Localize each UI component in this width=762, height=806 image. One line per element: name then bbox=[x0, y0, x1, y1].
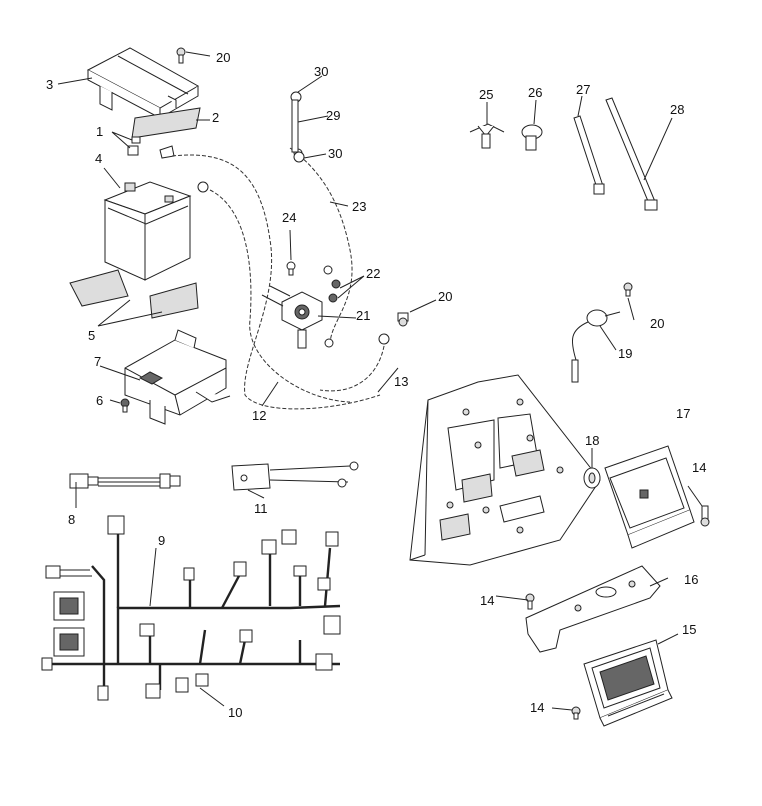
battery bbox=[103, 181, 192, 281]
callout-7: 7 bbox=[94, 354, 101, 369]
callout-9: 9 bbox=[158, 533, 165, 548]
ground-cable-11 bbox=[231, 461, 359, 491]
callout-18: 18 bbox=[585, 433, 599, 448]
callout-25: 25 bbox=[479, 87, 493, 102]
cable-12 bbox=[171, 154, 381, 410]
callout-28: 28 bbox=[670, 102, 684, 117]
callout-20-mid: 20 bbox=[438, 289, 452, 304]
push-clip-26 bbox=[521, 124, 543, 151]
callout-15: 15 bbox=[682, 622, 696, 637]
callout-10: 10 bbox=[228, 705, 242, 720]
bracket-16 bbox=[525, 565, 661, 653]
battery-bracket bbox=[124, 329, 231, 425]
callout-labels: 1 2 3 4 5 6 7 8 9 10 11 12 13 14 14 14 1… bbox=[46, 50, 706, 720]
battery-pad-2 bbox=[131, 107, 201, 139]
sensor-19 bbox=[571, 309, 621, 383]
callout-21: 21 bbox=[356, 308, 370, 323]
callout-2: 2 bbox=[212, 110, 219, 125]
bolt-14-bottom bbox=[571, 706, 581, 720]
callout-3: 3 bbox=[46, 77, 53, 92]
rod-28 bbox=[605, 97, 658, 211]
callout-24: 24 bbox=[282, 210, 296, 225]
callout-20-right: 20 bbox=[650, 316, 664, 331]
solenoid bbox=[261, 285, 323, 349]
callout-19: 19 bbox=[618, 346, 632, 361]
module-17 bbox=[604, 445, 695, 549]
battery-pad-5a bbox=[69, 269, 129, 307]
bolt-24 bbox=[286, 261, 296, 276]
callout-30-top: 30 bbox=[314, 64, 328, 79]
callout-17: 17 bbox=[676, 406, 690, 421]
bolt-14-right bbox=[700, 505, 710, 527]
push-clip-25 bbox=[469, 123, 505, 149]
callout-26: 26 bbox=[528, 85, 542, 100]
battery-cover bbox=[86, 47, 200, 119]
bolt-14-mid bbox=[525, 593, 535, 610]
cable-13 bbox=[209, 189, 351, 403]
callout-6: 6 bbox=[96, 393, 103, 408]
harness-8 bbox=[69, 473, 181, 489]
nuts-22 bbox=[328, 279, 341, 303]
battery-pad-5b bbox=[149, 282, 199, 319]
callout-22: 22 bbox=[366, 266, 380, 281]
ground-strap bbox=[290, 91, 305, 163]
callout-23: 23 bbox=[352, 199, 366, 214]
callout-8: 8 bbox=[68, 512, 75, 527]
callout-30-bottom: 30 bbox=[328, 146, 342, 161]
callout-11: 11 bbox=[254, 501, 268, 516]
bolt-6 bbox=[120, 398, 130, 413]
callout-13: 13 bbox=[394, 374, 408, 389]
callout-5: 5 bbox=[88, 328, 95, 343]
bolt-20-right bbox=[623, 282, 633, 297]
terminal-bolts-1 bbox=[127, 136, 175, 159]
ecu-15 bbox=[583, 639, 673, 727]
callout-1: 1 bbox=[96, 124, 103, 139]
callout-27: 27 bbox=[576, 82, 590, 97]
bolt-20-mid bbox=[397, 312, 409, 327]
callout-29: 29 bbox=[326, 108, 340, 123]
grommet-18 bbox=[583, 467, 601, 489]
cable-23 bbox=[289, 147, 353, 346]
callout-16: 16 bbox=[684, 572, 698, 587]
callout-12: 12 bbox=[252, 408, 266, 423]
callout-14-mid: 14 bbox=[480, 593, 494, 608]
callout-14-bottom: 14 bbox=[530, 700, 544, 715]
wire-harness-9 bbox=[41, 515, 341, 701]
bolt-20-top bbox=[176, 47, 186, 64]
callout-14-right: 14 bbox=[692, 460, 706, 475]
callout-20-top: 20 bbox=[216, 50, 230, 65]
mounting-plate bbox=[409, 374, 601, 566]
callout-4: 4 bbox=[95, 151, 102, 166]
cable-13b bbox=[319, 339, 386, 392]
leader-lines bbox=[57, 51, 703, 711]
rod-27 bbox=[573, 115, 605, 195]
